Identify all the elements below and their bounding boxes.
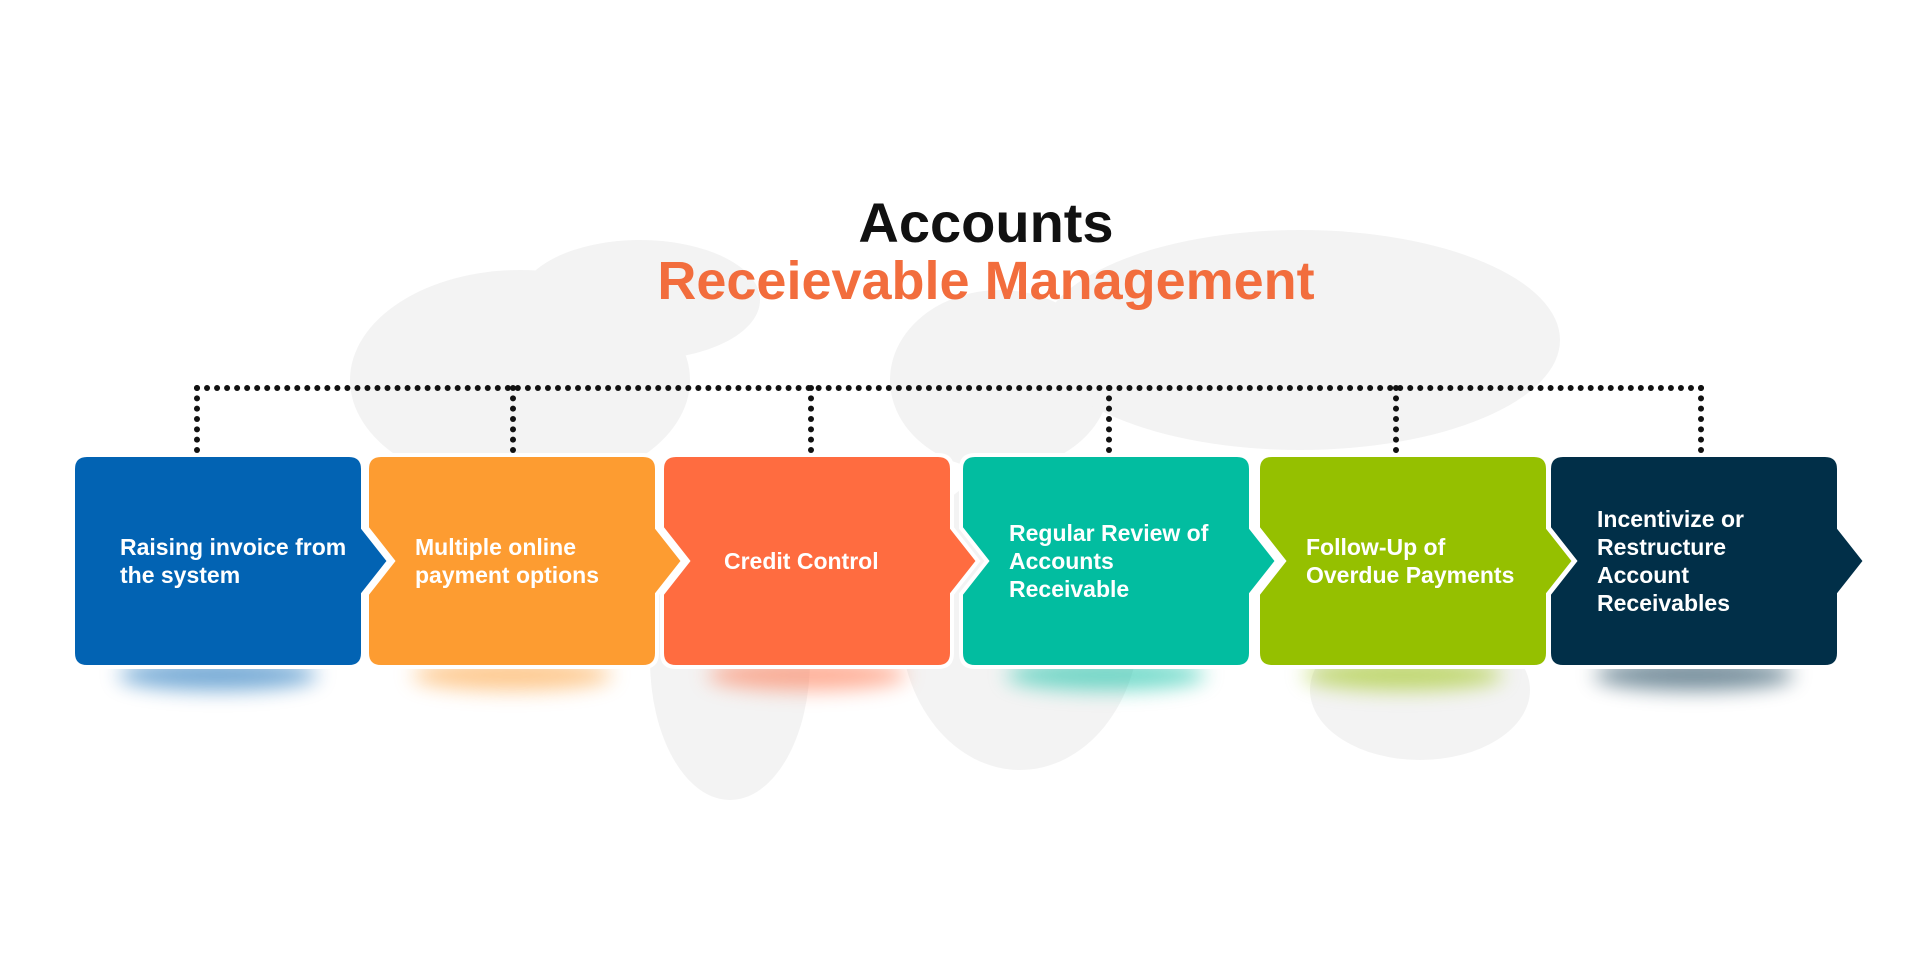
step-box-3 [660, 453, 981, 669]
connector-line [194, 385, 1704, 391]
step-text: Credit Control [724, 548, 879, 574]
connector-drop-5 [1393, 385, 1399, 453]
title-line-2: Receievable Management [657, 251, 1315, 311]
step-box-2 [365, 453, 686, 669]
step-text: Regular Review of Accounts Receivable [1009, 520, 1209, 602]
connector-drop-3 [808, 385, 814, 453]
step-label-6: Incentivize or Restructure Account Recei… [1597, 455, 1821, 667]
step-text: Raising invoice from the system [120, 534, 347, 588]
connector-drop-4 [1106, 385, 1112, 453]
connector-drop-1 [194, 385, 200, 453]
connector-drop-2 [510, 385, 516, 453]
step-label-5: Follow-Up of Overdue Payments [1306, 455, 1530, 667]
step-text: Incentivize or Restructure Account Recei… [1597, 506, 1744, 616]
step-text: Follow-Up of Overdue Payments [1306, 534, 1515, 588]
step-box-6 [1547, 453, 1868, 669]
step-box-5 [1256, 453, 1577, 669]
step-label-4: Regular Review of Accounts Receivable [1009, 455, 1233, 667]
step-label-1: Raising invoice from the system [120, 455, 350, 667]
step-label-3: Credit Control [724, 455, 948, 667]
step-box-1 [71, 453, 392, 669]
step-box-4 [959, 453, 1280, 669]
title-line-1: Accounts [858, 191, 1114, 254]
step-text: Multiple online payment options [415, 534, 600, 588]
connector-drop-6 [1698, 385, 1704, 453]
step-label-2: Multiple online payment options [415, 455, 639, 667]
